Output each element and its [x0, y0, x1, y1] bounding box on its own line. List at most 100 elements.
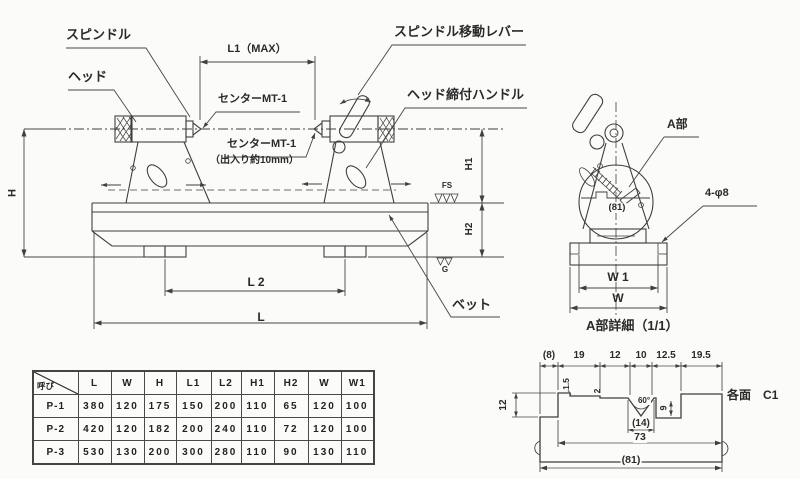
table-row-p3: P-3 530 130 200 300 280 110 90 130 110	[32, 440, 375, 465]
table-corner-label: 呼び	[37, 381, 55, 391]
col-header-w1: W1	[340, 370, 375, 395]
detail-dim-12-5: 12.5	[656, 350, 676, 361]
label-center-stroke-note: （出入り約10mm）	[210, 155, 299, 166]
detail-caption: A部詳細（1/1）	[586, 318, 679, 333]
col-header-w2: W	[307, 370, 342, 395]
label-spindle: スピンドル	[66, 27, 132, 42]
col-header-h: H	[143, 370, 177, 395]
end-view	[569, 93, 757, 316]
rail-profile	[539, 392, 723, 463]
label-finish-g: G	[441, 265, 449, 274]
clamp-screw	[579, 166, 623, 200]
surface-finish-g-icon	[436, 257, 453, 266]
table-cell: 90	[273, 440, 309, 465]
movement-arrows	[101, 182, 411, 187]
spindle-lever-shape	[332, 95, 372, 154]
detail-a-circle	[578, 164, 654, 240]
table-corner-cell: 呼び	[32, 370, 79, 395]
label-center-mt1-top: センターMT-1	[218, 93, 288, 105]
col-header-l1: L1	[175, 370, 212, 395]
end-view-dimensions	[569, 136, 757, 313]
table-cell: 280	[210, 440, 242, 465]
detail-dim-step-1-5: 1.5	[560, 378, 571, 390]
table-row-p1: P-1 380 120 175 150 200 110 65 120 100	[32, 394, 375, 418]
table-cell: 380	[77, 394, 112, 418]
dim-label-h2: H2	[464, 222, 475, 236]
col-header-h1: H1	[240, 370, 275, 395]
label-dia-81: (81)	[607, 202, 627, 213]
col-header-h2: H2	[273, 370, 309, 395]
table-cell: 200	[143, 440, 177, 465]
detail-dim-19-5: 19.5	[691, 350, 711, 361]
table-cell: 110	[240, 394, 275, 418]
main-side-view	[21, 44, 527, 329]
table-cell: 110	[340, 440, 375, 465]
surface-finish-fs-icon	[434, 193, 459, 203]
row-name: P-3	[32, 440, 79, 465]
label-bed: ベット	[452, 297, 492, 312]
label-head: ヘッド	[68, 69, 108, 84]
detail-dim-left-12: 12	[498, 399, 509, 411]
table-cell: 182	[143, 417, 177, 441]
detail-dimensions	[512, 362, 723, 472]
label-head-clamp-handle: ヘッド締付ハンドル	[407, 87, 525, 102]
table-cell: 100	[340, 394, 375, 418]
label-mounting-holes: 4-φ8	[705, 187, 729, 199]
main-dimension-lines	[21, 56, 504, 329]
table-cell: 175	[143, 394, 177, 418]
end-view-lever	[572, 93, 604, 134]
detail-dim-12: 12	[609, 350, 621, 361]
detail-dim-depth-9: 9	[658, 404, 669, 412]
table-cell: 300	[175, 440, 212, 465]
detail-dim-step-2: 2	[591, 388, 602, 394]
row-name: P-1	[32, 394, 79, 418]
col-header-l2: L2	[210, 370, 242, 395]
leader-lines	[66, 44, 527, 318]
left-headstock	[114, 115, 211, 204]
table-cell: 65	[273, 394, 309, 418]
label-center-mt1-bottom: センターMT-1	[227, 138, 297, 150]
detail-dim-81: (81)	[620, 454, 642, 466]
dim-label-h1: H1	[464, 157, 475, 171]
col-header-w: W	[110, 370, 145, 395]
bed	[91, 202, 429, 258]
table-cell: 120	[110, 394, 145, 418]
detail-dim-19: 19	[573, 350, 585, 361]
table-cell: 530	[77, 440, 112, 465]
detail-dim-10: 10	[635, 350, 647, 361]
table-cell: 100	[340, 417, 375, 441]
dim-label-l1-max: L1（MAX）	[227, 43, 287, 55]
table-cell: 120	[110, 417, 145, 441]
dim-label-w1: W 1	[607, 270, 629, 284]
label-a-part: A部	[667, 117, 688, 131]
table-cell: 120	[307, 417, 342, 441]
table-cell: 110	[240, 417, 275, 441]
spec-table: 呼び L W H L1 L2 H1 H2 W W1 P-1 380 120 17…	[32, 370, 375, 465]
table-cell: 72	[273, 417, 309, 441]
table-cell: 130	[110, 440, 145, 465]
table-cell: 240	[210, 417, 242, 441]
table-header-row: 呼び L W H L1 L2 H1 H2 W W1	[32, 370, 375, 395]
table-cell: 110	[240, 440, 275, 465]
table-cell: 120	[307, 394, 342, 418]
table-row-p2: P-2 420 120 182 200 240 110 72 120 100	[32, 417, 375, 441]
dim-label-l: L	[257, 310, 265, 324]
detail-note-chamfer: 各面 C1	[727, 388, 779, 402]
label-spindle-lever: スピンドル移動レバー	[394, 24, 525, 39]
detail-dim-angle-60: 60°	[636, 396, 652, 405]
row-name: P-2	[32, 417, 79, 441]
detail-dim-groove-14: (14)	[631, 418, 651, 429]
detail-view	[512, 362, 729, 472]
dim-label-h: H	[6, 189, 19, 197]
detail-dim-8: (8)	[542, 350, 556, 361]
table-cell: 200	[210, 394, 242, 418]
table-cell: 420	[77, 417, 112, 441]
dim-label-l2: L 2	[247, 275, 265, 289]
table-cell: 150	[175, 394, 212, 418]
col-header-l: L	[77, 370, 112, 395]
table-cell: 130	[307, 440, 342, 465]
label-finish-fs: FS	[441, 181, 453, 190]
right-headstock	[313, 95, 395, 204]
